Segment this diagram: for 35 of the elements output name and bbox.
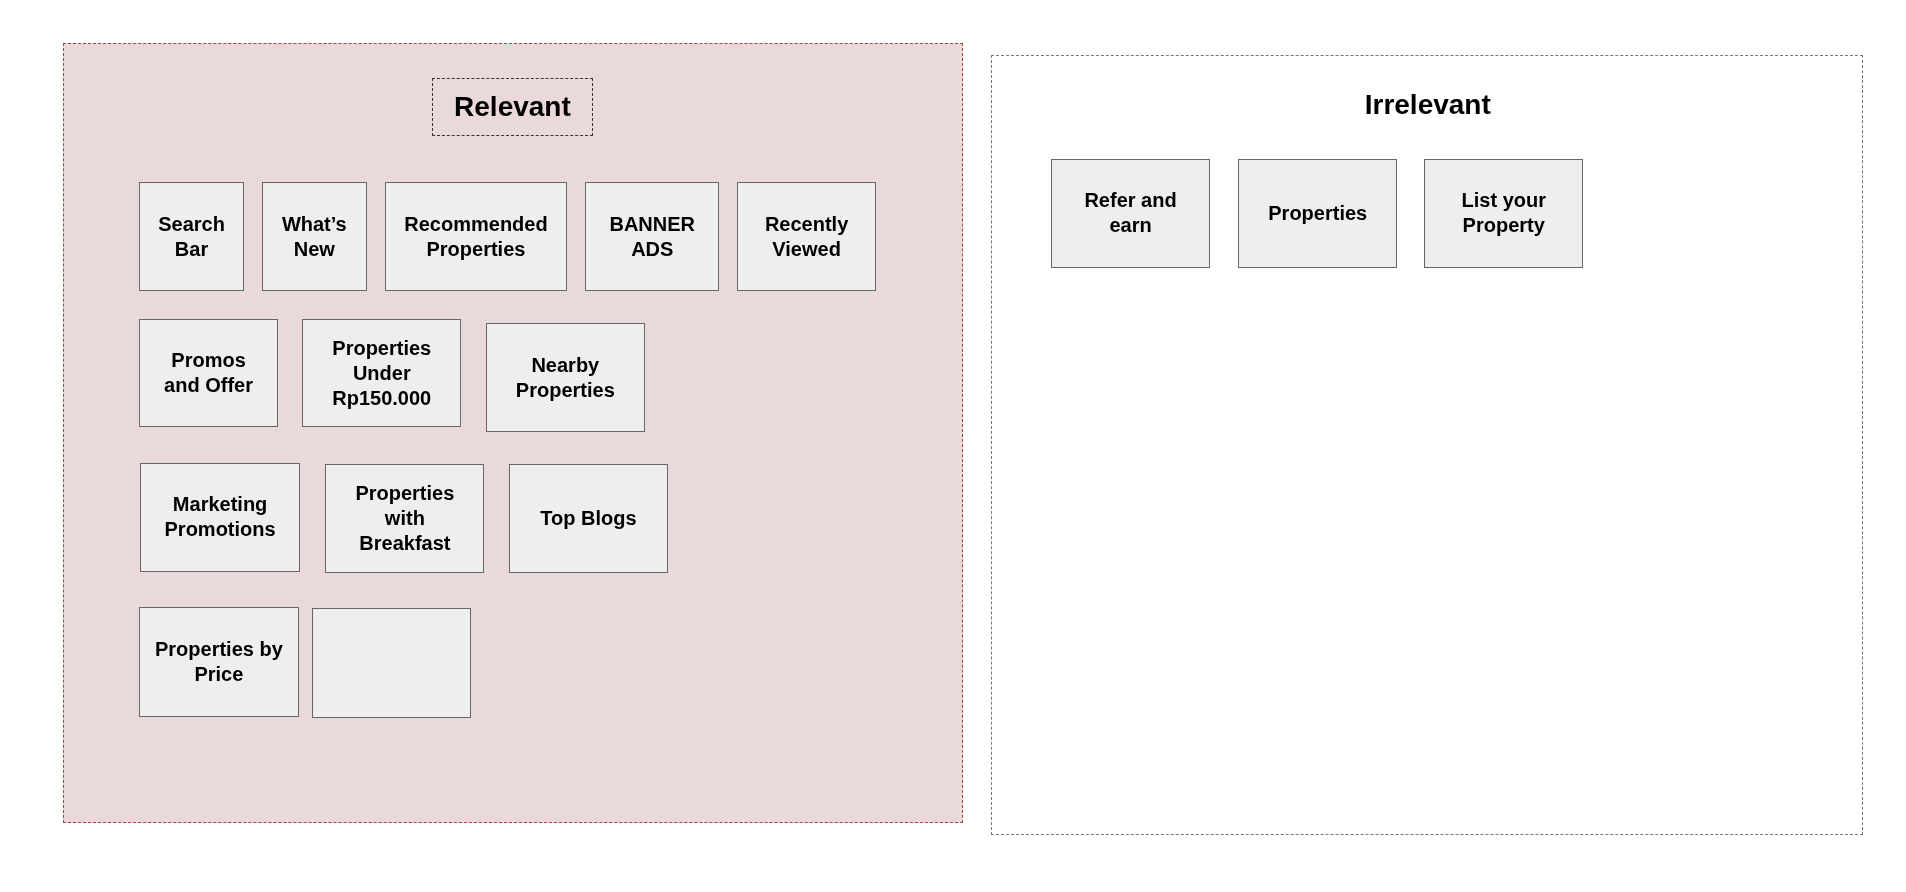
card-label: Refer and earn	[1083, 188, 1178, 239]
card-box	[737, 181, 876, 292]
card-box	[325, 463, 485, 574]
group-panel	[63, 42, 963, 823]
card-label: Marketing Promotions	[163, 492, 277, 543]
card-box	[139, 319, 278, 428]
card-label: BANNER ADS	[608, 211, 696, 262]
card-label: Properties	[1267, 200, 1369, 226]
card-box	[1050, 158, 1211, 269]
card-label: Nearby Properties	[514, 352, 616, 403]
card-label: Top Blogs	[539, 506, 638, 531]
card-label: Recently Viewed	[763, 211, 850, 262]
card-box	[139, 607, 299, 717]
card-box	[1424, 158, 1584, 269]
card-label: Promos and Offer	[163, 348, 254, 399]
group-title-box: Relevant	[432, 78, 593, 136]
card-box	[1238, 158, 1398, 269]
group-panel	[990, 54, 1864, 836]
card-box	[302, 319, 462, 428]
card-label: Properties with Breakfast	[354, 481, 456, 556]
card-label: Properties by Price	[154, 636, 284, 687]
card-box	[140, 462, 300, 572]
card-label: Recommended Properties	[403, 211, 549, 262]
card-box	[139, 181, 244, 292]
card-box	[384, 181, 568, 292]
card-label: What’s New	[280, 211, 348, 262]
group-title: Irrelevant	[1363, 87, 1492, 122]
card-label: List your Property	[1460, 188, 1547, 239]
card-label: Properties Under Rp150.000	[331, 335, 433, 411]
card-box	[311, 608, 472, 718]
card-box	[485, 322, 645, 433]
card-box	[508, 463, 669, 574]
card-box	[262, 181, 367, 292]
card-box	[585, 181, 720, 292]
card-label: Search Bar	[157, 211, 226, 262]
